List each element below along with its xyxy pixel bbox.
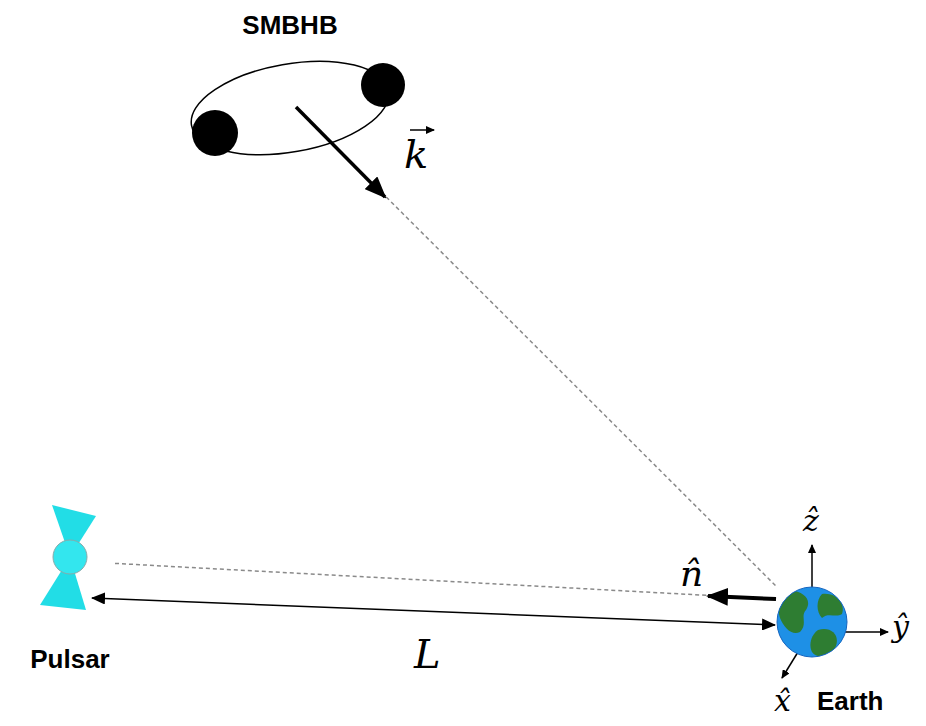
axis-label: x̂ [774,686,791,716]
binary-node: SMBHB [185,5,395,197]
wave-vector-arrow [296,107,385,197]
earth-globe [777,587,847,657]
distance-arrow [92,598,775,625]
axis-label: ẑ [803,506,819,536]
wave-vector-symbol: k [404,134,428,174]
axis-label: ŷ [892,612,909,642]
node-label: Pulsar [30,645,110,674]
vector-accent [410,129,434,131]
earth-node: Earth [777,587,902,721]
line-of-sight [386,197,777,587]
pulsar-direction-arrow [708,596,776,599]
pulsar-node: Pulsar [25,500,115,680]
node-label: SMBHB [242,11,337,40]
pulsar-symbol [40,505,96,610]
distance-symbol: L [414,634,441,674]
unit-vector-symbol: n̂ [680,556,703,592]
line-of-sight [115,563,777,599]
binary-black-holes [184,47,405,168]
node-label: Earth [817,687,883,716]
